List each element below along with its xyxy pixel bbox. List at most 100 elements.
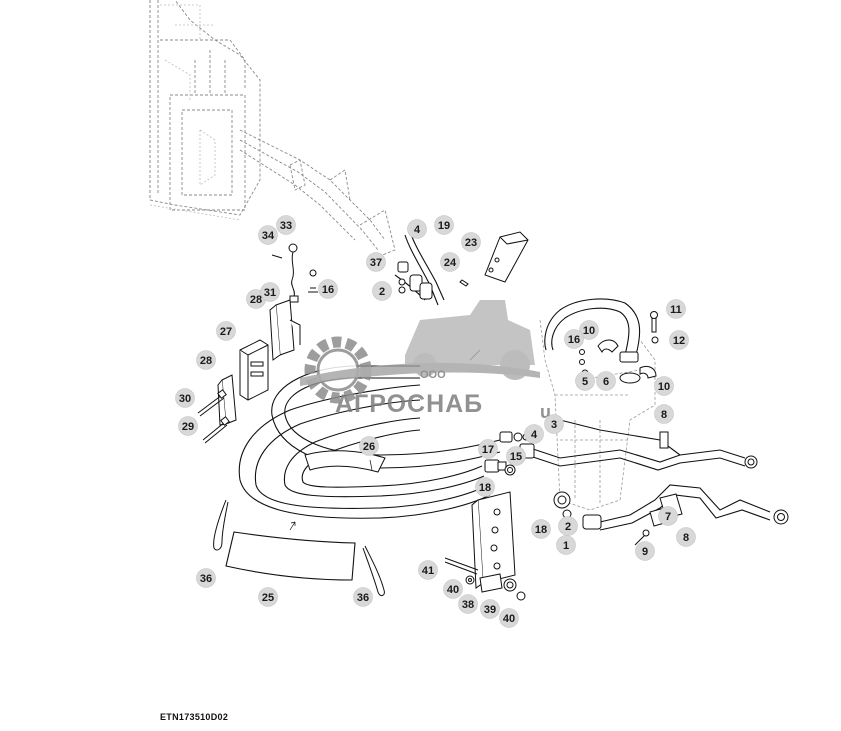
callout-number: 5 <box>582 376 588 388</box>
pipe-upper-loop <box>544 298 641 356</box>
callout-number: 28 <box>200 355 212 367</box>
watermark-fragment: u <box>540 402 552 422</box>
pipe-lower <box>599 484 771 531</box>
engine-phantom-outline <box>149 0 396 261</box>
callout-number: 18 <box>535 524 547 536</box>
sleeve-25 <box>225 531 356 581</box>
callout-10: 10 <box>579 320 599 340</box>
callout-2: 2 <box>558 516 578 536</box>
callout-37: 37 <box>366 252 386 272</box>
callout-16: 16 <box>564 329 584 349</box>
callout-number: 16 <box>568 334 580 346</box>
callout-number: 24 <box>444 257 457 269</box>
callout-circle <box>676 527 696 547</box>
callout-33: 33 <box>276 215 296 235</box>
callout-17: 17 <box>478 439 498 459</box>
callout-number: 25 <box>262 592 274 604</box>
callout-number: 18 <box>479 482 491 494</box>
cable-ties-36 <box>213 499 385 597</box>
callout-number: 16 <box>322 284 334 296</box>
callout-number: 41 <box>422 565 434 577</box>
callout-circle <box>353 587 373 607</box>
callout-circle <box>318 279 338 299</box>
callout-39: 39 <box>480 599 500 619</box>
callout-number: 11 <box>670 304 682 316</box>
watermark-name: АГРОСНАБ <box>335 390 483 418</box>
hose-sleeve <box>304 450 386 473</box>
callout-circle <box>258 587 278 607</box>
bracket-31 <box>269 299 301 361</box>
clamp-block-27 <box>217 339 269 426</box>
callout-number: 40 <box>503 613 515 625</box>
callout-15: 15 <box>506 446 526 466</box>
callout-number: 34 <box>262 230 275 242</box>
callout-circle <box>443 579 463 599</box>
callout-circle <box>260 282 280 302</box>
callout-19: 19 <box>434 215 454 235</box>
callout-circle <box>654 404 674 424</box>
upper-fittings <box>397 261 469 300</box>
bracket-23 <box>484 231 529 283</box>
callout-circle <box>216 321 236 341</box>
callout-number: 2 <box>379 286 385 298</box>
callout-number: 4 <box>414 224 421 236</box>
callout-circle <box>258 225 278 245</box>
callout-number: 1 <box>563 540 569 552</box>
callout-circle <box>175 388 195 408</box>
callout-circle <box>196 350 216 370</box>
callout-3: 3 <box>544 414 564 434</box>
callout-circle <box>196 568 216 588</box>
engine-phantom-detail <box>149 4 241 221</box>
callout-number: 10 <box>583 325 595 337</box>
callout-8: 8 <box>676 527 696 547</box>
callout-27: 27 <box>216 321 236 341</box>
hydraulic-hose-loops <box>238 365 501 519</box>
callout-25: 25 <box>258 587 278 607</box>
callout-circle <box>669 330 689 350</box>
callout-circle <box>478 439 498 459</box>
callout-number: 27 <box>220 326 232 338</box>
callout-circle <box>499 608 519 628</box>
callout-number: 19 <box>438 220 450 232</box>
callout-number: 29 <box>182 421 194 433</box>
callout-2: 2 <box>372 281 392 301</box>
callout-24: 24 <box>440 252 460 272</box>
callout-7: 7 <box>658 506 678 526</box>
callout-number: 31 <box>264 287 276 299</box>
callout-circle <box>544 414 564 434</box>
callout-circle <box>658 506 678 526</box>
callout-9: 9 <box>635 541 655 561</box>
callout-29: 29 <box>178 416 198 436</box>
callout-number: 3 <box>551 419 557 431</box>
callout-circle <box>506 446 526 466</box>
watermark-logo: ООО АГРОСНАБ u <box>300 300 552 422</box>
callout-circle <box>654 376 674 396</box>
callout-circle <box>418 560 438 580</box>
pipe-long-upper <box>529 419 746 471</box>
callout-6: 6 <box>596 371 616 391</box>
callout-12: 12 <box>669 330 689 350</box>
callout-circle <box>635 541 655 561</box>
callout-31: 31 <box>260 282 280 302</box>
callout-circle <box>575 371 595 391</box>
watermark-prefix: ООО <box>420 369 446 381</box>
callout-41: 41 <box>418 560 438 580</box>
bolts-29-30 <box>197 389 230 444</box>
callout-18: 18 <box>475 477 495 497</box>
callout-number: 15 <box>510 451 522 463</box>
callout-circle <box>440 252 460 272</box>
callout-number: 40 <box>447 584 459 596</box>
callout-number: 4 <box>531 429 538 441</box>
callout-number: 9 <box>642 546 648 558</box>
callout-5: 5 <box>575 371 595 391</box>
callout-36: 36 <box>353 587 373 607</box>
callout-number: 36 <box>357 592 369 604</box>
callout-number: 33 <box>280 220 292 232</box>
callout-circle <box>564 329 584 349</box>
callout-circle <box>407 219 427 239</box>
callout-16: 16 <box>318 279 338 299</box>
callout-circle <box>524 424 544 444</box>
callout-circle <box>579 320 599 340</box>
callout-circle <box>461 232 481 252</box>
